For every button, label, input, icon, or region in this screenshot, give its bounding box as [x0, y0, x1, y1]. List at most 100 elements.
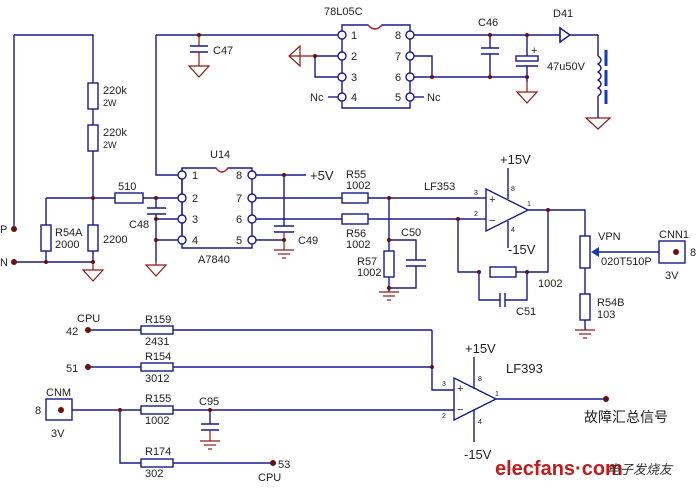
- resistor-r57: [383, 250, 395, 278]
- r54a-value: 2000: [55, 239, 79, 251]
- lf353-pin-vcc: 8: [511, 186, 515, 193]
- pin-5: [405, 92, 415, 102]
- comparator-input-network: [62, 325, 454, 468]
- u14-part: A7840: [198, 254, 230, 266]
- u14-output-network: [256, 173, 480, 301]
- resistor-feedback: [489, 266, 517, 278]
- pin-7: [405, 51, 415, 61]
- lf353-pin-out: 1: [527, 201, 531, 208]
- u14-ref: U14: [210, 149, 230, 161]
- resistor-r155: [140, 405, 174, 415]
- u14-pins: [177, 170, 257, 245]
- regulator-part: 78L05C: [324, 6, 363, 18]
- r-series-value: 510: [118, 181, 136, 193]
- resistor-r54b: [579, 293, 591, 321]
- capacitor-c48: [144, 196, 182, 277]
- c46-label: C46: [478, 17, 498, 29]
- r55-value: 1002: [346, 180, 370, 192]
- reg-pin8-num: 8: [395, 30, 401, 42]
- r174-ref: R174: [145, 446, 171, 458]
- lf393-pin-vee: 4: [478, 419, 482, 426]
- pin-1: [337, 30, 347, 40]
- r57-ref: R57: [357, 256, 377, 268]
- feedback-r-value: 1002: [538, 278, 562, 290]
- fault-summary-signal-label: 故障汇总信号: [584, 410, 668, 426]
- cnn1-voltage: 3V: [665, 270, 679, 282]
- ground-icon: [187, 65, 211, 78]
- reg-pin4-num: 4: [351, 92, 357, 104]
- lf353-vplus: +15V: [500, 152, 531, 167]
- cnn1-pin-num: 8: [690, 247, 696, 259]
- r1-power: 2W: [103, 98, 117, 108]
- label-p: P: [0, 224, 7, 236]
- resistor-r174: [140, 458, 174, 468]
- lf353-pin-vee: 4: [511, 227, 515, 234]
- lf353-part: LF353: [424, 181, 455, 193]
- resistor-220k-2: [87, 124, 99, 152]
- pin-5: [247, 235, 257, 245]
- r2-value: 220k: [103, 127, 127, 139]
- reg-pin1-num: 1: [351, 30, 357, 42]
- opamp-lf353: [456, 168, 578, 307]
- net-42-terminal[interactable]: [85, 327, 91, 333]
- lf393-minus-sign: −: [457, 404, 463, 416]
- lf393-vplus: +15V: [465, 341, 496, 356]
- r174-value: 302: [145, 468, 163, 480]
- cnn1-ref: CNN1: [659, 229, 689, 241]
- lf353-minus-sign: −: [489, 215, 495, 227]
- u14-pin5-num: 5: [236, 235, 242, 247]
- r154-ref: R154: [145, 351, 171, 363]
- pin-3: [337, 72, 347, 82]
- r56-value: 1002: [346, 239, 370, 251]
- r1-value: 220k: [103, 85, 127, 97]
- c47-label: C47: [213, 45, 233, 57]
- r155-value: 1002: [145, 415, 169, 427]
- reg-pin3-num: 3: [351, 72, 357, 84]
- net-51-label: 51: [66, 363, 78, 375]
- r159-value: 2431: [145, 336, 169, 348]
- divider-network: [11, 34, 182, 282]
- terminal-p[interactable]: [11, 226, 17, 232]
- lf393-pin-vcc: 8: [478, 376, 482, 383]
- u14-pin3-num: 3: [192, 214, 198, 226]
- c95-label: C95: [199, 396, 219, 408]
- cap-plus: +: [531, 45, 537, 57]
- r154-value: 3012: [145, 373, 169, 385]
- cnm-pin[interactable]: [58, 407, 64, 413]
- lf353-vminus: -15V: [508, 242, 536, 257]
- r54b-ref: R54B: [597, 297, 625, 309]
- resistor-r55: [341, 192, 369, 204]
- diode-d41: [559, 26, 572, 44]
- pin-2: [337, 51, 347, 61]
- plus5v-label: +5V: [310, 168, 334, 183]
- ground-icon: [584, 117, 612, 130]
- r56-ref: R56: [346, 228, 366, 240]
- pin-2: [177, 193, 187, 203]
- lf393-plus-sign: +: [457, 383, 463, 395]
- lf393-pin-plus: 3: [442, 381, 446, 388]
- lf353-pin-plus: 3: [474, 190, 478, 197]
- comparator-lf393: [453, 357, 606, 442]
- terminal-n[interactable]: [11, 259, 17, 265]
- vpn-ref: VPN: [598, 231, 621, 243]
- pin-6: [247, 214, 257, 224]
- u14-pin6-num: 6: [236, 214, 242, 226]
- resistor-r154: [140, 362, 174, 372]
- c49-label: C49: [298, 235, 318, 247]
- net-53-terminal[interactable]: [270, 460, 276, 466]
- c48-label: C48: [129, 219, 149, 231]
- capacitor-c47: [156, 33, 342, 78]
- cnm-voltage: 3V: [51, 428, 65, 440]
- resistor-220k-1: [87, 82, 99, 110]
- d41-label: D41: [553, 8, 573, 20]
- label-n: N: [0, 257, 8, 269]
- connector-cnn1[interactable]: [658, 240, 686, 264]
- net-51-terminal[interactable]: [85, 364, 91, 370]
- c50-label: C50: [401, 227, 421, 239]
- pin-4: [337, 92, 347, 102]
- cnn1-pin[interactable]: [673, 249, 679, 255]
- fault-signal-output[interactable]: [603, 396, 609, 402]
- r54b-value: 103: [597, 309, 615, 321]
- r2-power: 2W: [103, 140, 117, 150]
